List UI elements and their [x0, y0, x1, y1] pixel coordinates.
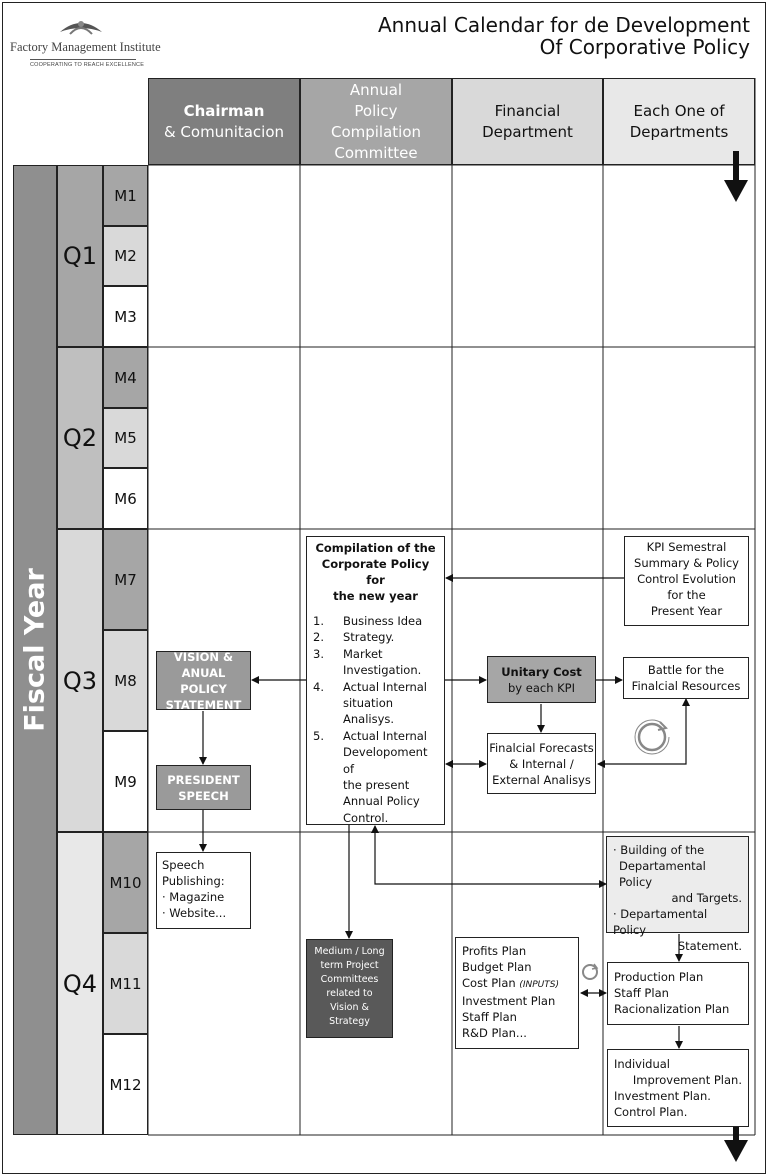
- individual-plan-box: Individual Improvement Plan. Investment …: [607, 1049, 749, 1127]
- logo-name: Factory Management Institute: [10, 40, 161, 54]
- cycle-icons: [582, 719, 670, 980]
- month-m9: M9: [103, 731, 148, 832]
- month-m10: M10: [103, 832, 148, 933]
- title-line-1: Annual Calendar for de Development: [377, 13, 750, 37]
- month-m1: M1: [103, 165, 148, 226]
- logo-divider: [30, 59, 136, 60]
- month-m5: M5: [103, 408, 148, 468]
- month-m7: M7: [103, 529, 148, 630]
- fiscal-year-band: Fiscal Year: [13, 165, 57, 1135]
- quarter-q4: Q4: [57, 832, 103, 1135]
- month-m11: M11: [103, 933, 148, 1034]
- quarter-q1: Q1: [57, 165, 103, 347]
- compilation-title: Compilation of the Corporate Policy for …: [315, 541, 436, 603]
- column-header-chairman: Chairman& Comunitacion: [148, 78, 300, 165]
- departmental-policy-box: · Building of the Departamental Policy a…: [606, 836, 749, 953]
- grid-lines: [147, 78, 756, 1136]
- financial-plans-box: Profits Plan Budget Plan Cost Plan (INPU…: [455, 937, 579, 1049]
- logo-tagline: COOPERATING TO REACH EXCELLENCE: [30, 62, 145, 68]
- compilation-list-item: 1.Business Idea: [313, 614, 423, 628]
- logo-emblem-icon: [60, 21, 102, 35]
- month-m3: M3: [103, 286, 148, 347]
- compilation-box: Compilation of the Corporate Policy for …: [306, 536, 445, 825]
- title-line-2: Of Corporative Policy: [539, 35, 750, 59]
- financial-forecasts-box: Finalcial Forecasts& Internal /External …: [487, 733, 596, 794]
- quarter-q3: Q3: [57, 529, 103, 832]
- quarter-q2: Q2: [57, 347, 103, 529]
- month-m2: M2: [103, 226, 148, 286]
- connector-arrows: [199, 574, 690, 1049]
- month-m8: M8: [103, 630, 148, 731]
- compilation-list-item: 2.Strategy.: [313, 630, 395, 645]
- month-m4: M4: [103, 347, 148, 408]
